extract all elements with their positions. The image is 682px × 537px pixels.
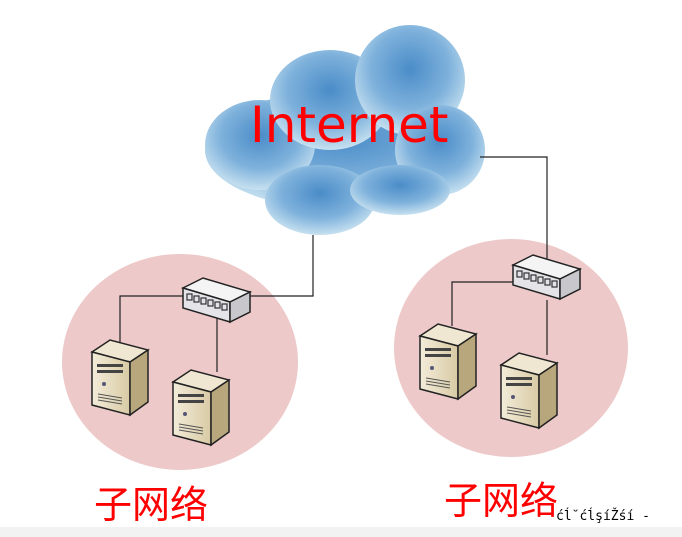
network-links <box>119 156 548 372</box>
footer-bar <box>0 527 682 537</box>
internet-cloud <box>205 25 485 235</box>
server-icon <box>91 339 149 416</box>
internet-label: Internet <box>250 96 449 154</box>
footer-text: ćĺ˘ćĺşíŽśí - <box>556 509 650 524</box>
server-icon <box>172 369 230 446</box>
server-icon <box>419 323 477 400</box>
subnet-label-right: 子网络 <box>444 479 559 523</box>
subnet-label-left: 子网络 <box>94 483 209 527</box>
server-icon <box>500 352 558 429</box>
